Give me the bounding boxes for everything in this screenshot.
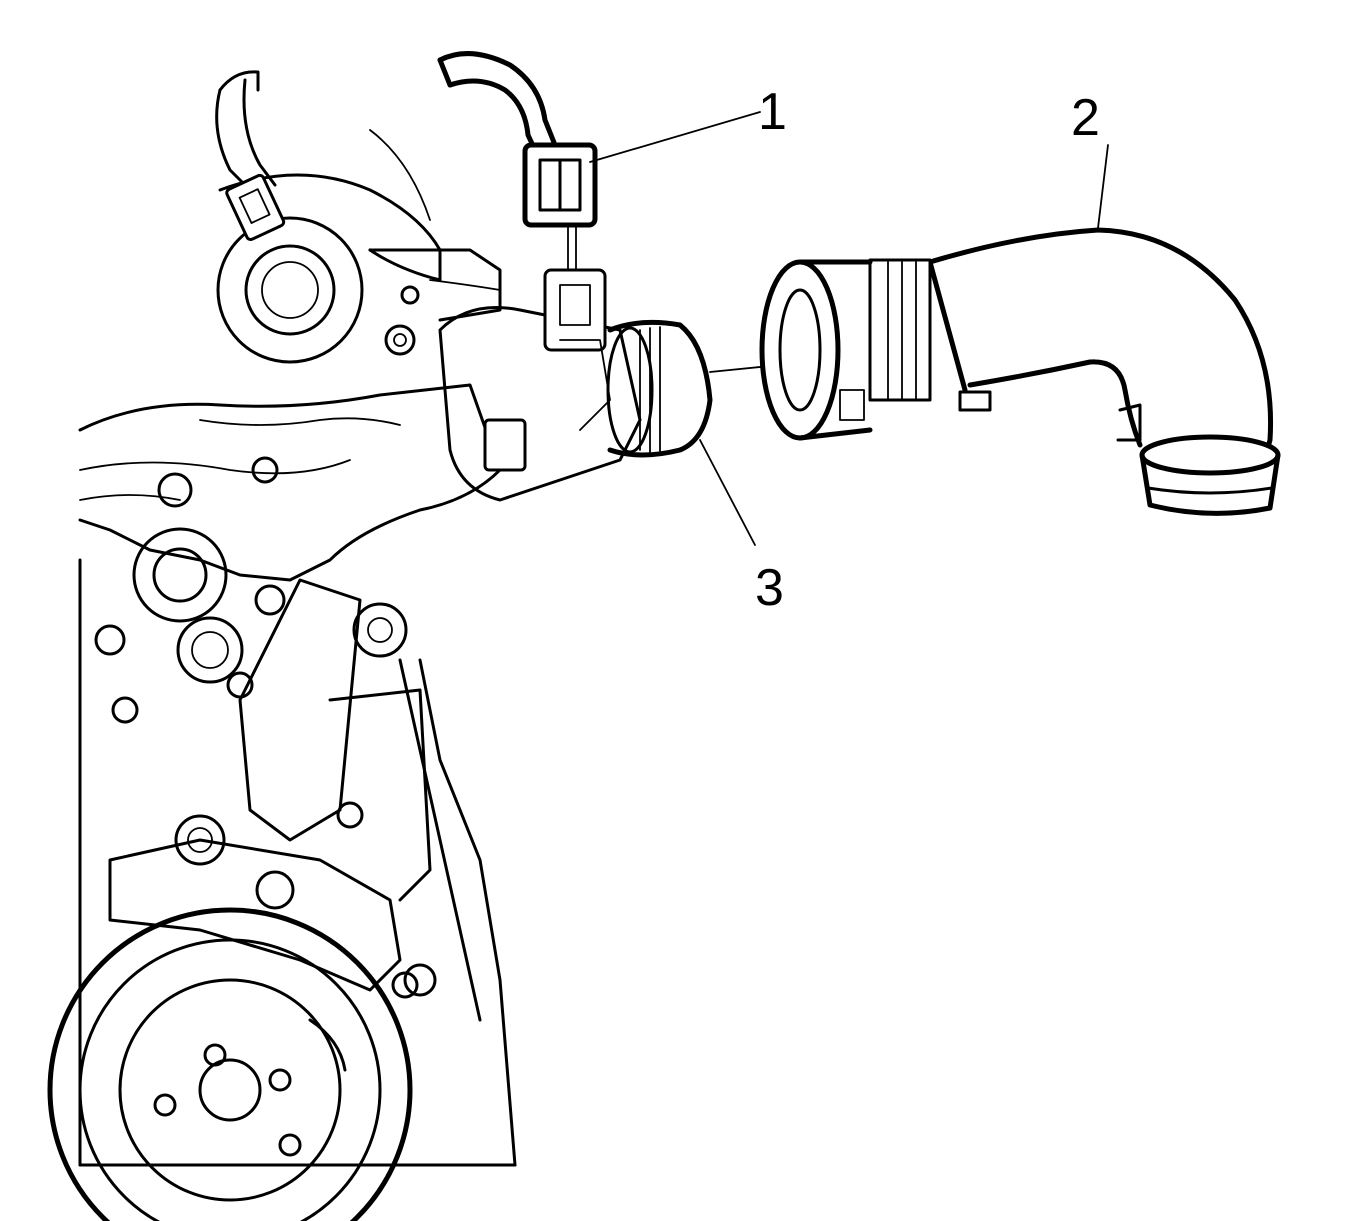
crankshaft-pulley bbox=[47, 907, 413, 1221]
callout-1-label: 1 bbox=[758, 83, 787, 141]
callout-3-label: 3 bbox=[755, 559, 784, 617]
leader-lines bbox=[589, 111, 1109, 546]
upper-wiring-harness bbox=[437, 51, 558, 153]
left-wiring-harness bbox=[215, 70, 286, 242]
electrical-connector bbox=[522, 142, 598, 271]
thermostat-housing bbox=[384, 268, 642, 502]
hose-quick-connector bbox=[606, 319, 713, 458]
radiator-hose bbox=[759, 227, 1281, 516]
water-pump bbox=[94, 456, 286, 724]
sensor-housing bbox=[216, 129, 502, 364]
accessory-bracket bbox=[174, 578, 482, 1022]
engine-block bbox=[78, 383, 517, 1167]
ac-compressor bbox=[108, 838, 419, 999]
callout-2-label: 2 bbox=[1071, 89, 1100, 147]
